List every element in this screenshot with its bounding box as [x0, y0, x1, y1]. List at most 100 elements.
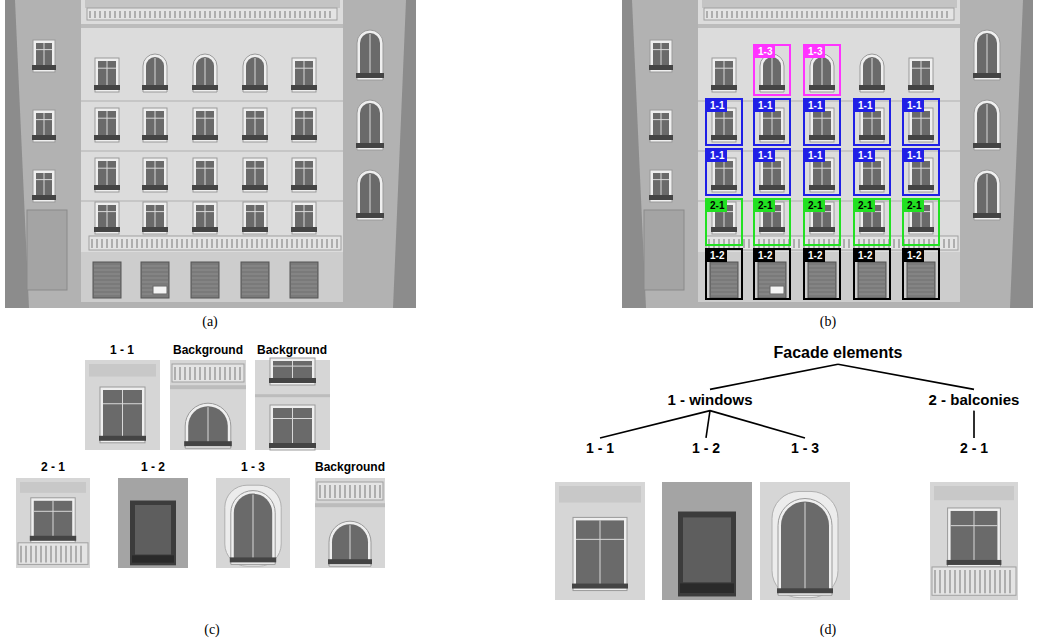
illustration-shape [702, 0, 957, 8]
detection-box: 2-1 [902, 198, 940, 246]
illustration-shape [295, 68, 313, 69]
illustration-shape [276, 239, 278, 248]
illustration-shape [831, 11, 833, 18]
illustration-shape [294, 11, 296, 18]
illustration-shape [159, 11, 161, 18]
class-tag: 1-1 [805, 150, 825, 162]
illustration-shape [708, 239, 710, 248]
illustration-shape [712, 108, 736, 142]
illustration-shape [40, 546, 42, 563]
tree-node: 2 - balconies [927, 390, 1022, 409]
illustration-shape [872, 161, 873, 189]
facade-patch [930, 482, 1018, 600]
illustration-shape [18, 543, 88, 565]
illustration-shape [242, 270, 268, 271]
illustration-shape [974, 30, 1000, 80]
illustration-shape [81, 100, 343, 102]
illustration-shape [45, 546, 47, 563]
illustration-shape [908, 239, 910, 248]
class-tag: 1-1 [707, 100, 727, 112]
illustration-shape [860, 54, 884, 92]
illustration-shape [32, 195, 56, 200]
illustration-shape [798, 239, 800, 248]
illustration-shape [746, 11, 748, 18]
illustration-shape [205, 161, 206, 189]
illustration-shape [949, 570, 951, 593]
illustration-shape [715, 161, 733, 189]
illustration-shape [146, 57, 164, 89]
illustration-shape [199, 11, 201, 18]
illustration-shape [921, 161, 922, 189]
tree-branch [710, 364, 838, 389]
illustration-shape [833, 239, 835, 248]
illustration-shape [743, 239, 745, 248]
illustration-shape [246, 111, 264, 139]
illustration-shape [98, 168, 116, 169]
illustration-shape [141, 262, 169, 298]
illustration-shape [291, 294, 317, 295]
illustration-shape [80, 546, 82, 563]
detection-box: 1-1 [853, 148, 891, 196]
illustration-shape [930, 482, 1018, 600]
illustration-shape [184, 367, 186, 380]
illustration-shape [821, 11, 823, 18]
illustration-shape [349, 485, 351, 498]
illustration-shape [273, 366, 312, 367]
illustration-shape [89, 364, 156, 377]
illustration-shape [974, 170, 1000, 220]
illustration-shape [242, 290, 268, 291]
illustration-shape [859, 270, 885, 271]
illustration-shape [155, 58, 156, 89]
illustration-shape [370, 174, 371, 217]
illustration-shape [809, 270, 835, 271]
illustration-shape [711, 274, 737, 275]
tree-node: 1 - 1 [584, 439, 616, 457]
illustration-shape [859, 294, 885, 295]
illustration-shape [269, 443, 316, 448]
class-tag: 1-2 [805, 250, 825, 262]
illustration-shape [109, 11, 111, 18]
illustration-shape [196, 111, 214, 139]
illustration-shape [242, 185, 268, 190]
illustration-shape [229, 11, 231, 18]
illustration-shape [761, 11, 763, 18]
illustration-shape [236, 239, 238, 248]
illustration-shape [286, 239, 288, 248]
detection-box: 1-1 [902, 148, 940, 196]
illustration-shape [974, 511, 975, 564]
illustration-shape [973, 213, 1001, 218]
illustration-shape [813, 118, 831, 119]
illustration-shape [295, 168, 313, 169]
illustration-shape [166, 239, 168, 248]
illustration-shape [738, 239, 740, 248]
class-tag: 2-1 [755, 200, 775, 212]
illustration-shape [863, 111, 881, 139]
illustration-shape [1004, 570, 1006, 593]
illustration-shape [94, 135, 120, 140]
illustration-shape [184, 441, 232, 446]
illustration-shape [698, 24, 960, 28]
illustration-shape [859, 85, 885, 90]
illustration-shape [770, 286, 784, 294]
panel-caption: (b) [820, 314, 836, 330]
tree-node: 2 - 1 [958, 439, 990, 457]
illustration-shape [255, 161, 256, 189]
illustration-shape [974, 100, 1000, 150]
illustration-shape [760, 158, 784, 192]
illustration-shape [354, 485, 356, 498]
illustration-shape [859, 282, 885, 283]
illustration-shape [214, 367, 216, 380]
illustration-shape [973, 73, 1001, 78]
illustration-shape [193, 158, 217, 192]
class-tag: 1-1 [755, 100, 775, 112]
facade-patch [170, 360, 246, 450]
class-tag: 1-2 [707, 250, 727, 262]
illustration-shape [246, 57, 264, 89]
illustration-shape [191, 239, 193, 248]
illustration-shape [715, 118, 733, 119]
illustration-shape [969, 570, 971, 593]
illustration-shape [868, 239, 870, 248]
illustration-shape [16, 478, 90, 568]
illustration-shape [360, 173, 380, 217]
